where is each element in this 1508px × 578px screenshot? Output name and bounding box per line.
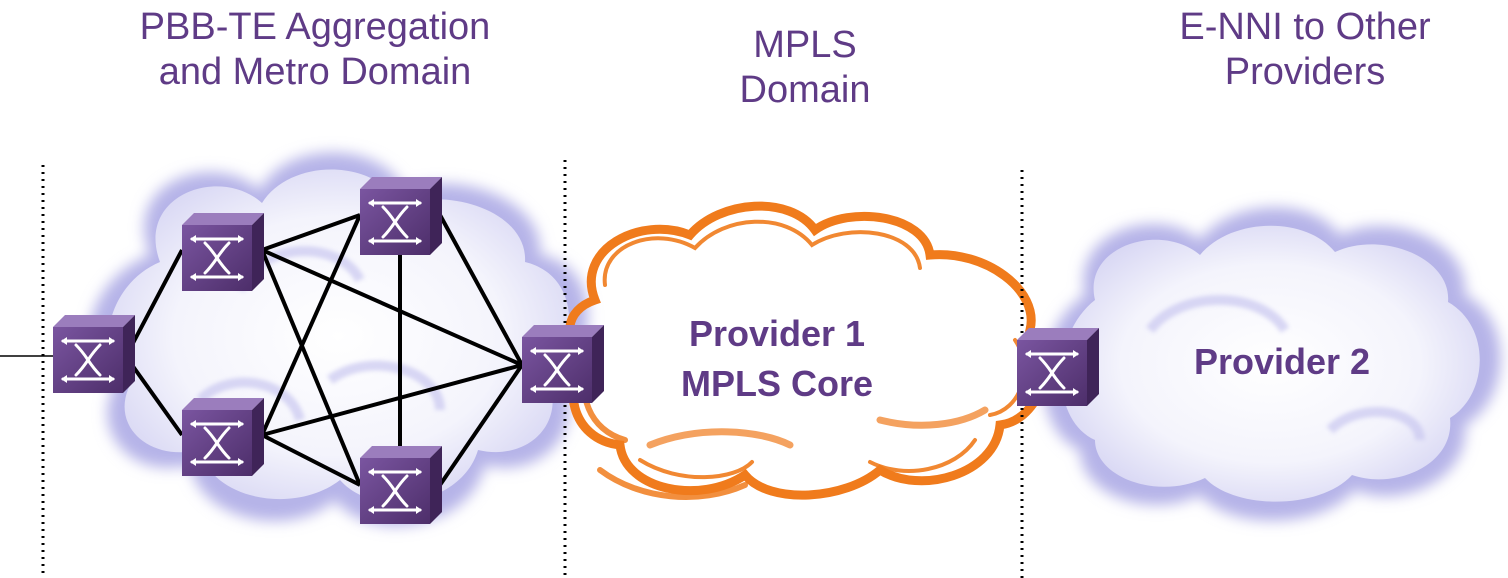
heading-enni: E-NNI to Other Providers: [1110, 5, 1500, 95]
heading-pbb-te-line2: and Metro Domain: [158, 51, 472, 93]
network-switch-icon: [358, 444, 444, 526]
link-upper-to-edge: [261, 248, 523, 367]
provider1-label-line1: Provider 1: [689, 313, 865, 354]
network-switch-icon: [358, 175, 444, 257]
heading-mpls-line2: Domain: [739, 69, 871, 111]
provider1-label-line2: MPLS Core: [681, 363, 873, 404]
link-upper-to-bottom: [260, 249, 362, 486]
provider2-cloud-icon: [1043, 207, 1501, 521]
network-switch-icon: [520, 323, 606, 405]
heading-mpls-line1: MPLS: [753, 24, 857, 66]
network-switch-icon: [180, 211, 266, 293]
heading-pbb-te-line1: PBB-TE Aggregation: [139, 6, 491, 48]
link-left-to-lower: [130, 363, 184, 437]
network-switch-icon: [51, 313, 137, 395]
link-top-to-edge: [438, 214, 524, 366]
link-upper-to-top: [261, 213, 361, 252]
pbb-te-links: [130, 213, 524, 487]
pbb-te-cloud-icon: [89, 152, 588, 526]
heading-pbb-te-domain: PBB-TE Aggregation and Metro Domain: [60, 5, 570, 95]
link-left-to-upper: [130, 249, 184, 346]
heading-enni-line2: Providers: [1224, 51, 1386, 93]
heading-mpls-domain: MPLS Domain: [680, 23, 930, 113]
link-bottom-to-edge: [438, 363, 524, 487]
mpls-cloud-outline-icon: [565, 201, 1049, 500]
link-lower-to-edge: [261, 363, 523, 437]
link-lower-to-bottom: [261, 433, 361, 487]
network-switch-icon: [180, 396, 266, 478]
provider2-label: Provider 2: [1194, 341, 1370, 382]
link-lower-to-top: [260, 214, 362, 436]
heading-enni-line1: E-NNI to Other: [1179, 6, 1431, 48]
network-switch-icon: [1015, 326, 1101, 408]
